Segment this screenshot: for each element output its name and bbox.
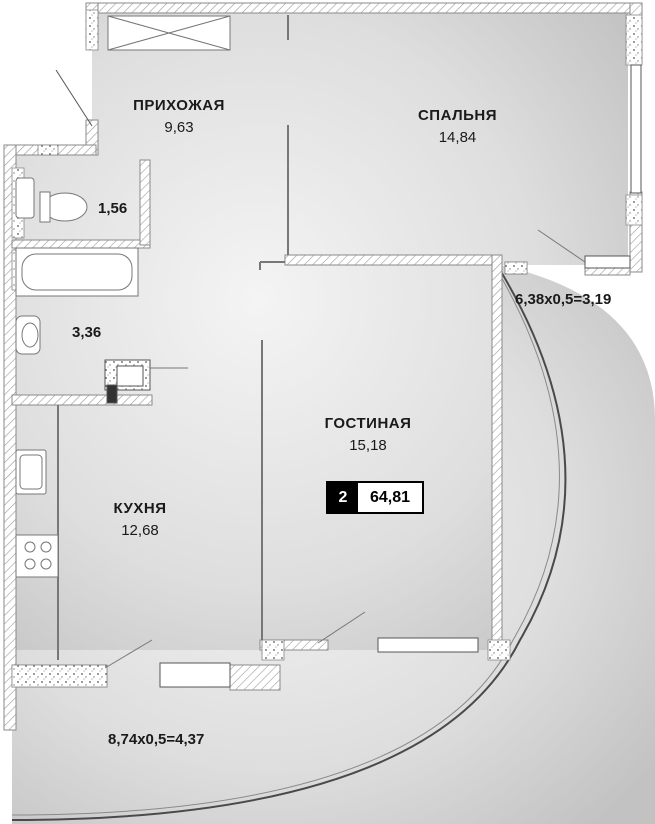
leader-lines bbox=[104, 229, 586, 669]
room-kitchen: КУХНЯ 12,68 bbox=[100, 498, 180, 542]
room-bathroom-area: 3,36 bbox=[72, 324, 102, 341]
room-hallway-name: ПРИХОЖАЯ bbox=[133, 97, 225, 114]
room-kitchen-name: КУХНЯ bbox=[113, 500, 167, 517]
room-hallway: ПРИХОЖАЯ 9,63 bbox=[124, 95, 234, 139]
balcony-right-label: 6,38х0,5=3,19 bbox=[515, 291, 612, 308]
wardrobe bbox=[107, 15, 231, 51]
entrance-door bbox=[55, 69, 93, 127]
room-living-name: ГОСТИНАЯ bbox=[324, 415, 412, 432]
total-area-badge: 2 64,81 bbox=[326, 481, 425, 514]
total-area: 64,81 bbox=[370, 488, 411, 506]
partitions bbox=[57, 15, 289, 660]
room-living: ГОСТИНАЯ 15,18 bbox=[318, 413, 418, 457]
room-count: 2 bbox=[328, 483, 358, 512]
room-bedroom: СПАЛЬНЯ 14,84 bbox=[400, 105, 515, 149]
bathtub bbox=[15, 247, 139, 297]
balcony-arc bbox=[11, 269, 567, 821]
toilet-fixture bbox=[15, 177, 88, 223]
room-kitchen-area: 12,68 bbox=[121, 522, 159, 539]
apartment-floor bbox=[12, 12, 628, 650]
bathroom-sink bbox=[15, 315, 41, 355]
room-bedroom-name: СПАЛЬНЯ bbox=[417, 107, 498, 124]
room-hallway-area: 9,63 bbox=[164, 119, 194, 136]
kitchen-appliances bbox=[15, 449, 59, 578]
windows bbox=[159, 64, 642, 688]
balcony-bottom-label: 8,74х0,5=4,37 bbox=[108, 731, 205, 748]
room-toilet-area: 1,56 bbox=[98, 200, 128, 217]
room-living-area: 15,18 bbox=[349, 437, 387, 454]
room-bedroom-area: 14,84 bbox=[438, 129, 477, 146]
ventilation-shaft bbox=[104, 359, 188, 404]
